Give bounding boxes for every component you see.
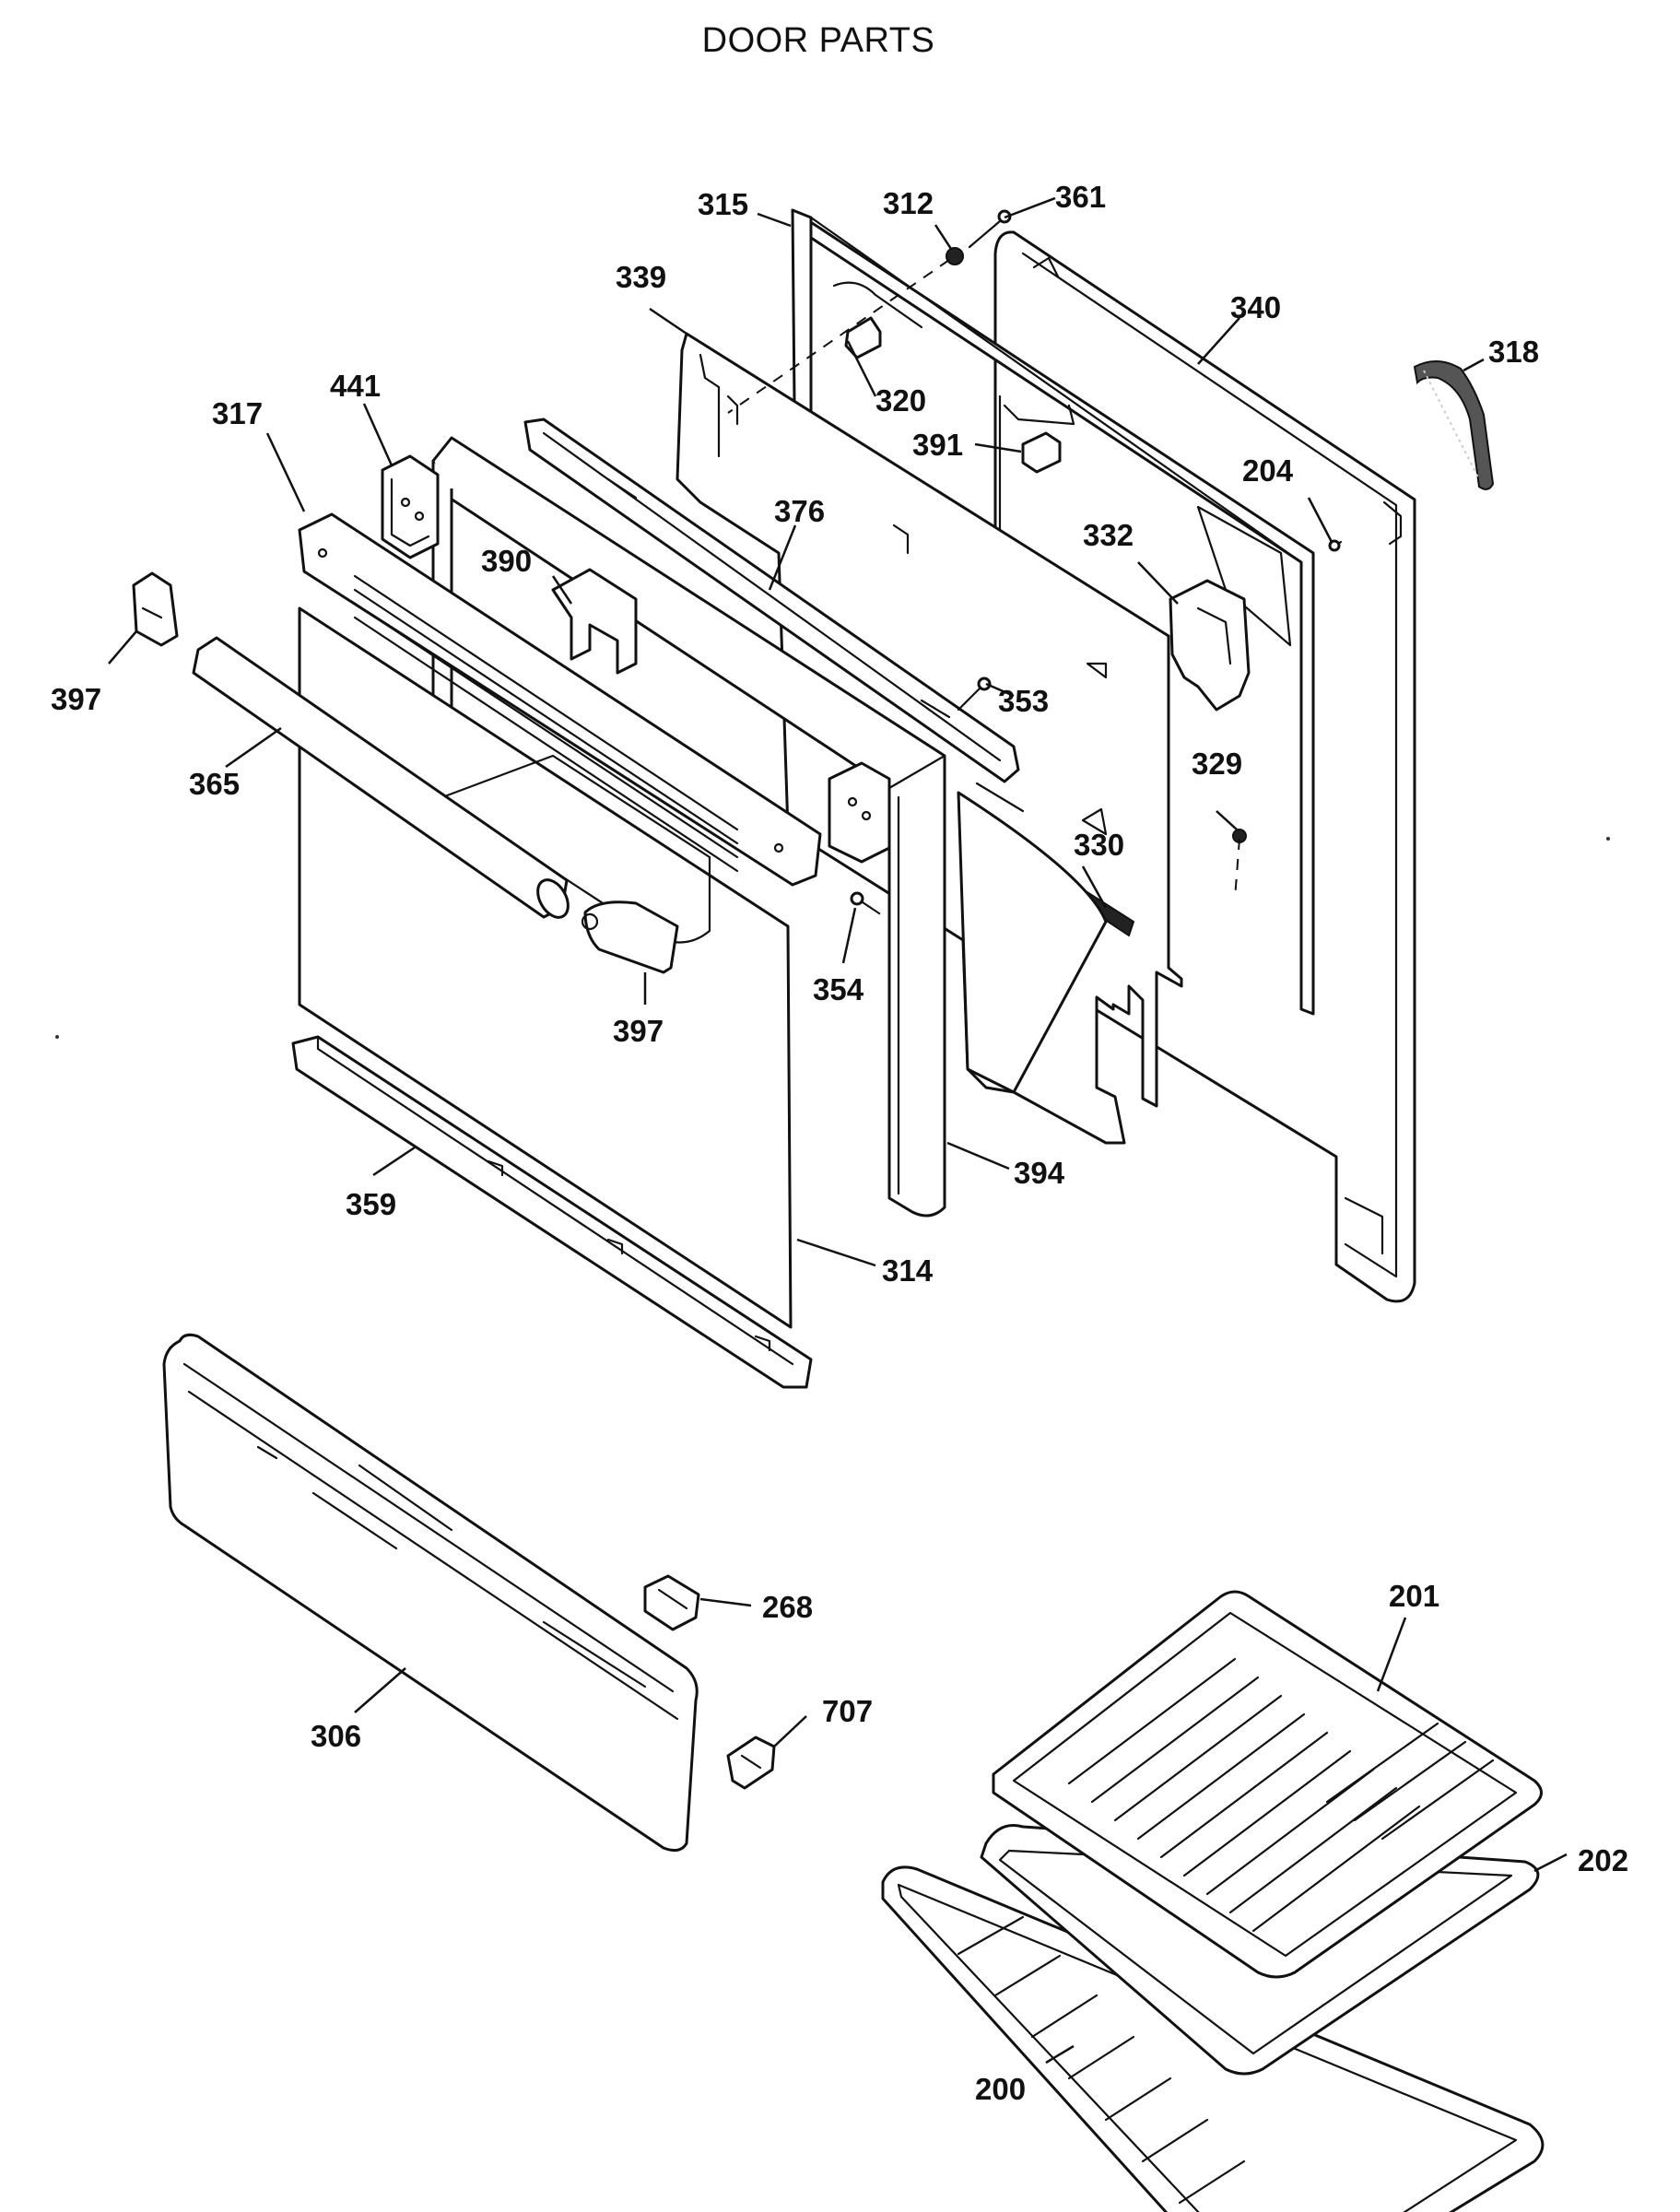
part-397-handle-cap-right [581,900,679,974]
label-315: 315 [698,187,748,221]
label-332: 332 [1083,518,1134,552]
part-359-bottom-trim [291,1035,813,1389]
assembly-line-1 [727,259,950,414]
callout-labels: 315 312 361 339 340 318 441 320 317 391 … [51,180,1628,2106]
part-hinge-bracket-right [828,761,891,864]
part-707-bracket [726,1735,776,1790]
assembly-line-2 [1234,838,1240,900]
part-201-broiler-grid [992,1590,1543,1979]
label-306: 306 [311,1719,361,1753]
label-391: 391 [912,428,963,462]
part-391-tab [1021,431,1062,474]
label-353: 353 [998,684,1049,718]
part-376-vent-channel [523,418,1020,783]
scan-speck [55,1035,59,1039]
assembly-line-3 [870,907,886,918]
label-397-left: 397 [51,682,101,716]
part-318-gasket [1413,360,1495,490]
label-201: 201 [1389,1579,1439,1613]
part-365-handle [192,636,570,919]
label-202: 202 [1578,1843,1628,1877]
part-320-clip [844,316,882,359]
part-390-bracket [551,568,638,675]
label-268: 268 [762,1590,813,1624]
label-312: 312 [883,186,934,220]
part-361-screw [968,209,1012,249]
scan-speck [1606,837,1610,841]
leader-lines [108,196,1568,2065]
label-354: 354 [813,972,864,1006]
part-397-handle-cap-left [132,571,179,647]
label-318: 318 [1488,335,1539,369]
label-330: 330 [1074,828,1124,862]
label-707: 707 [822,1694,873,1728]
diagram-title: DOOR PARTS [702,21,935,60]
label-340: 340 [1230,290,1281,324]
part-441-hinge-bracket [381,454,440,559]
part-353-screw [957,677,992,712]
label-320: 320 [875,383,926,418]
label-329: 329 [1192,747,1242,781]
label-314: 314 [882,1253,934,1288]
part-317-vent-trim [298,512,822,887]
label-200: 200 [975,2072,1026,2106]
label-359: 359 [346,1187,396,1221]
part-204-screw [1328,539,1343,552]
label-397-right: 397 [613,1014,664,1048]
label-394: 394 [1014,1156,1065,1190]
label-441: 441 [330,369,381,403]
label-317: 317 [212,396,263,430]
label-390: 390 [481,544,532,578]
part-306-drawer-front [162,1333,699,1853]
part-268-clip [643,1574,700,1631]
label-204: 204 [1242,453,1294,488]
part-312-nut [946,247,964,265]
part-332-insulation [1169,579,1251,712]
label-365: 365 [189,767,240,801]
label-376: 376 [774,494,825,528]
label-339: 339 [616,260,666,294]
part-330-glass [957,791,1108,1094]
label-361: 361 [1055,180,1106,214]
part-354-screw [850,891,873,910]
